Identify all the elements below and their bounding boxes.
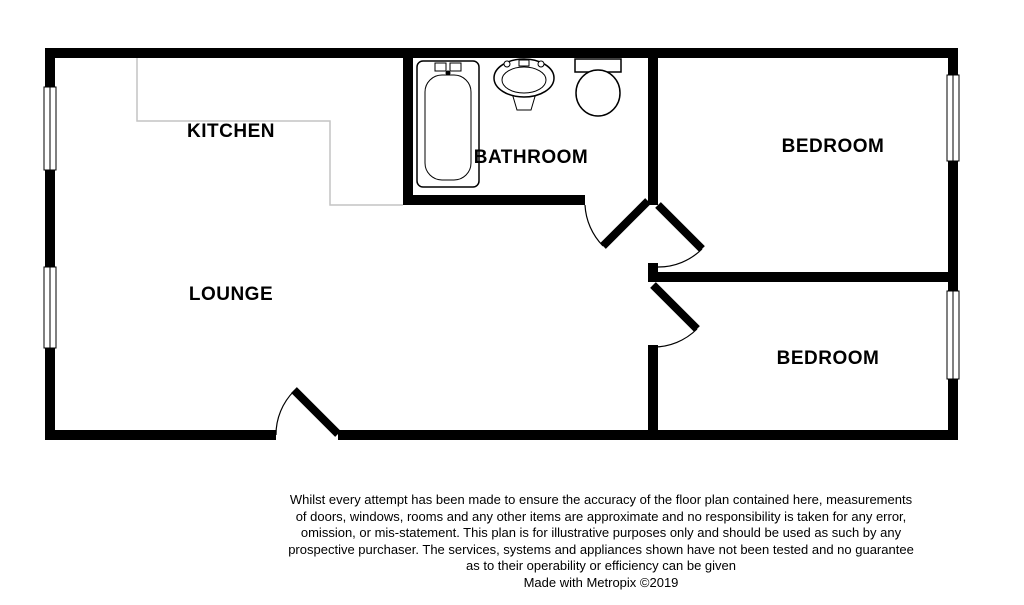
lounge-door [275, 387, 341, 437]
window-left-top [43, 86, 57, 171]
outer-walls [45, 48, 958, 440]
disclaimer-line: as to their operability or efficiency ca… [465, 558, 737, 573]
wall-right [948, 48, 958, 440]
sink-icon [493, 58, 555, 111]
disclaimer: Whilst every attempt has been made to en… [261, 492, 941, 591]
disclaimer-line: Whilst every attempt has been made to en… [289, 492, 913, 507]
doors [275, 198, 705, 437]
room-label-bathroom: BATHROOM [474, 147, 588, 168]
windows [43, 74, 960, 380]
wall-bottom-left [45, 430, 276, 440]
kitchen-divider-line [136, 58, 403, 206]
bathtub-icon [416, 60, 480, 188]
window-right-bottom [946, 290, 960, 380]
disclaimer-line: omission, or mis-statement. This plan is… [300, 525, 902, 540]
interior-walls [403, 48, 958, 430]
room-label-lounge: LOUNGE [189, 284, 273, 305]
room-label-kitchen: KITCHEN [187, 121, 275, 142]
disclaimer-line: prospective purchaser. The services, sys… [288, 541, 914, 557]
bathroom-left-wall [403, 58, 413, 205]
bedroom-bottom-left-wall [648, 345, 658, 430]
bathroom-door [584, 198, 651, 249]
disclaimer-line: of doors, windows, rooms and any other i… [295, 508, 907, 524]
window-left-bottom [43, 266, 57, 349]
bedroom-bottom-door [650, 282, 700, 348]
room-labels: KITCHEN BATHROOM BEDROOM LOUNGE BEDROOM [187, 121, 884, 369]
wall-bottom-right [338, 430, 958, 440]
window-right-top [946, 74, 960, 162]
room-label-bedroom-bottom: BEDROOM [777, 348, 880, 369]
wall-left [45, 48, 55, 440]
toilet-icon [574, 58, 622, 117]
wall-top [45, 48, 958, 58]
bathroom-bottom-wall [403, 195, 585, 205]
bedroom-top-door [655, 202, 705, 268]
bedrooms-divider-wall [648, 272, 958, 282]
room-label-bedroom-top: BEDROOM [782, 136, 885, 157]
credit-line: Made with Metropix ©2019 [523, 574, 679, 590]
bathroom-bedroom-wall [648, 48, 658, 205]
